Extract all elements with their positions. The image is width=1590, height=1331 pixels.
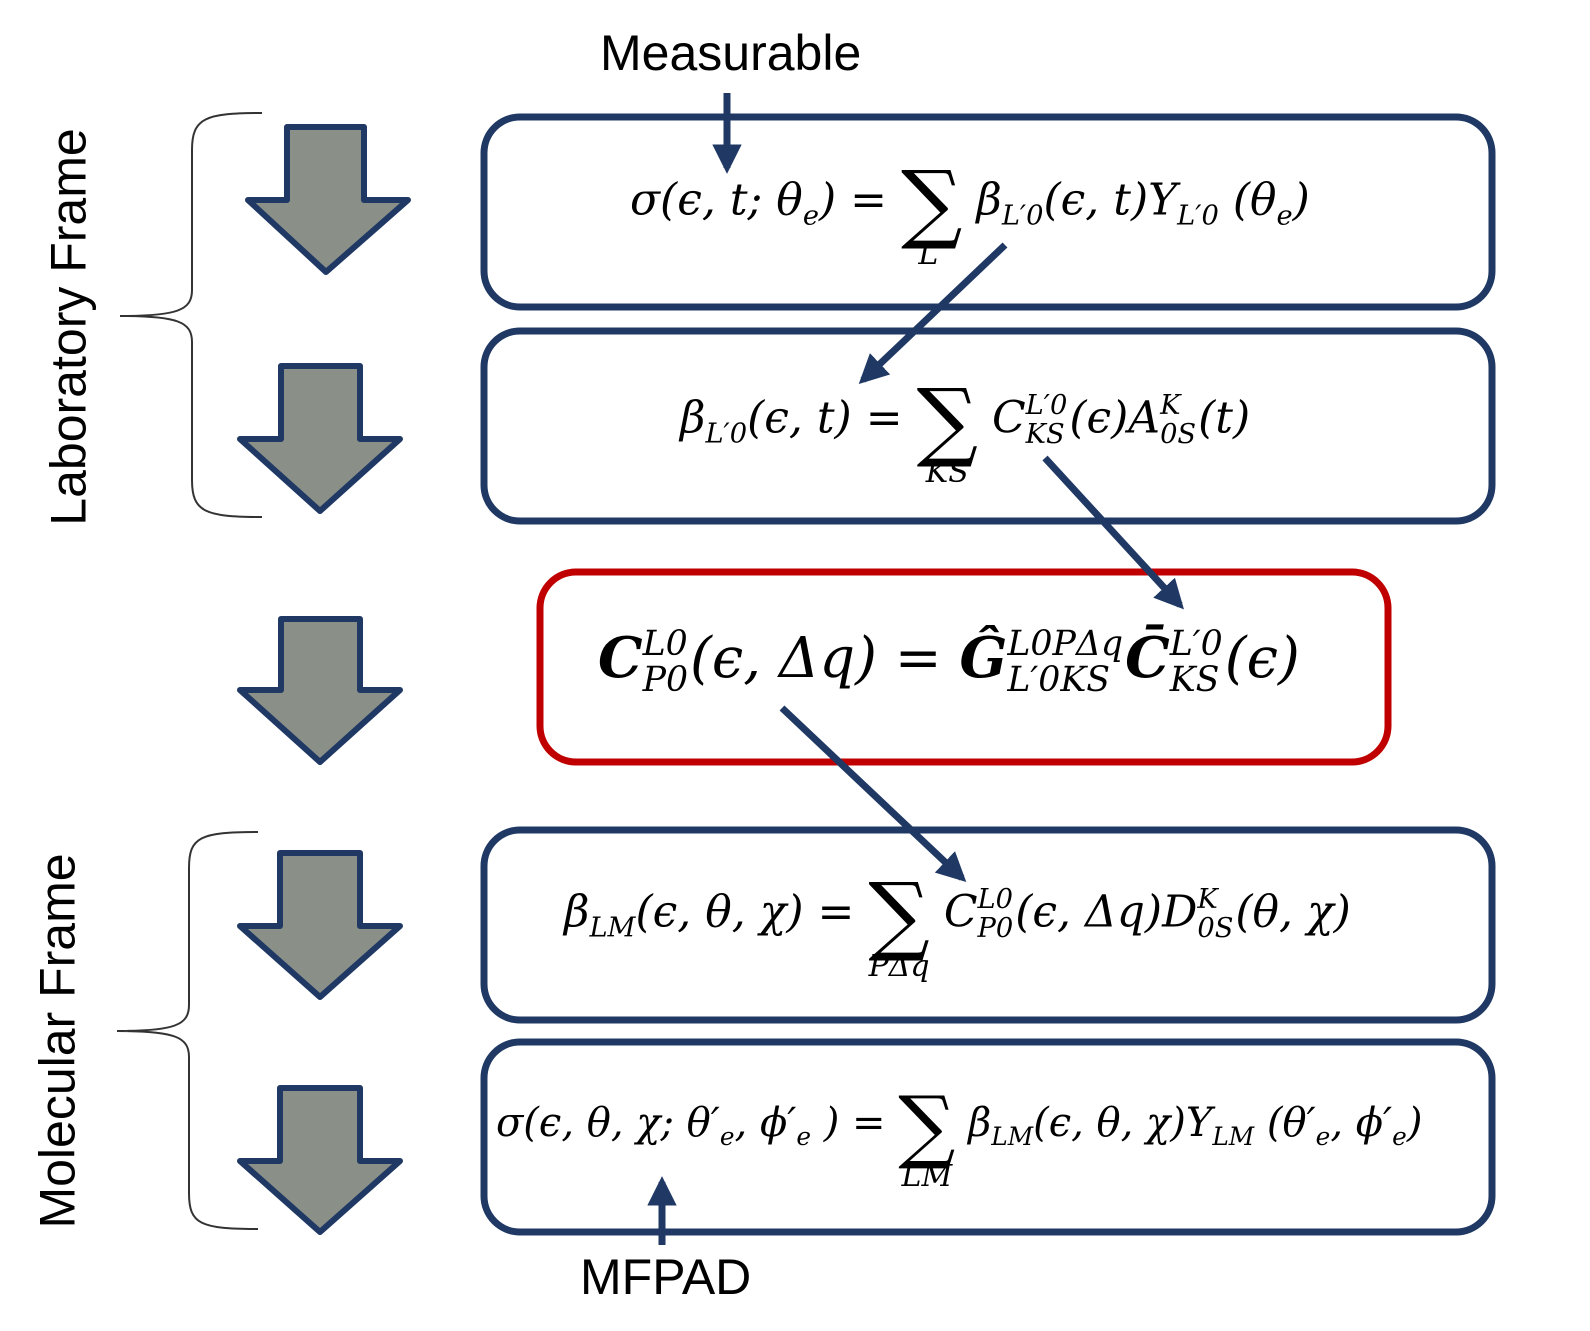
mfpad-label: MFPAD	[580, 1249, 752, 1305]
eq4-d-args: (θ, χ)	[1235, 886, 1351, 938]
curly-brace-icon	[119, 112, 263, 518]
eq5-y: Y	[1185, 1100, 1213, 1146]
equation-box-2	[480, 327, 1496, 525]
eq1-tail-end: )	[1292, 174, 1310, 226]
eq1-lhs-sub: e	[802, 200, 819, 232]
eq4-c-sup: L0	[977, 884, 1013, 916]
eq4-c-sub: P0	[977, 913, 1014, 944]
eq1-args: (ϵ, t)	[1043, 174, 1149, 226]
down-arrow-icon	[237, 363, 403, 514]
eq1-beta-sub: L′0	[1001, 200, 1044, 232]
eq4-d-sup: K	[1197, 884, 1218, 916]
eq5-lhs-sub1: e	[719, 1122, 735, 1151]
eq4-lhs-args: (ϵ, θ, χ) =	[635, 886, 855, 938]
eq5-lhs-sub2: e	[796, 1122, 812, 1151]
eq5-tail-end: )	[1406, 1100, 1423, 1146]
eq1-lhs-end: ) =	[818, 174, 887, 226]
eq2-sum-under: KS	[925, 455, 969, 490]
eq4-d: D	[1162, 886, 1198, 938]
down-arrow-icon	[237, 850, 403, 1000]
eq1-tail-sub: e	[1276, 200, 1293, 232]
eq5-lhs-mid: , ϕ′	[734, 1100, 797, 1146]
eq5-y-sub: LM	[1212, 1122, 1255, 1151]
eq1-lhs: σ(ϵ, t; θ	[630, 174, 803, 226]
eq3-cbar-args: (ϵ)	[1224, 625, 1300, 691]
eq1-sum-under: L′	[918, 237, 946, 272]
eq2-c-sup: L′0	[1025, 390, 1068, 422]
eq4-sum-under: PΔq	[868, 949, 930, 984]
eq3-g: Ĝ	[959, 624, 1008, 691]
down-arrow-icon	[237, 1085, 403, 1235]
equation-box-4	[480, 826, 1496, 1024]
eq5-lhs: σ(ϵ, θ, χ; θ′	[496, 1100, 720, 1146]
sum-symbol: ∑LM	[898, 1079, 956, 1194]
eq5-beta: β	[968, 1100, 992, 1146]
eq5-tail-sub2: e	[1392, 1122, 1407, 1151]
down-arrow-icon	[237, 616, 403, 765]
eq3-cbar: C̄	[1125, 624, 1170, 691]
eq4-d-sub: 0S	[1197, 913, 1234, 944]
eq2-c: C	[991, 392, 1026, 444]
eq5-tail-sub1: e	[1315, 1122, 1331, 1151]
eq2-a: A	[1128, 392, 1161, 444]
connector-arrow-3-4	[779, 705, 967, 883]
down-arrow-icon	[245, 124, 411, 275]
eq2-lhs-sub: L′0	[705, 418, 748, 450]
connector-arrow-1-2	[858, 242, 1008, 385]
eq5-tail-mid: , ϕ′	[1330, 1100, 1393, 1146]
eq1-y: Y	[1148, 174, 1178, 226]
eq1-y-sub: L′0	[1177, 200, 1219, 232]
eq1-beta: β	[976, 174, 1002, 226]
eq5-tail: (θ′	[1254, 1100, 1316, 1146]
eq5-args: (ϵ, θ, χ)	[1033, 1100, 1186, 1146]
eq5-lhs-end: ) =	[811, 1100, 886, 1146]
eq3-g-sub: L′0KS	[1007, 660, 1111, 701]
laboratory-frame-label: Laboratory Frame	[40, 128, 97, 526]
eq4-lhs: β	[564, 886, 590, 938]
equation-1: σ(ϵ, t; θe) = ∑L′ βL′0(ϵ, t)YL′0 (θe)	[630, 153, 1310, 272]
eq2-c-sub: KS	[1025, 419, 1065, 450]
eq2-a-sup: K	[1160, 390, 1181, 422]
eq3-c-args: (ϵ, Δq) =	[690, 625, 942, 691]
eq3-c-sup: L0	[642, 624, 688, 664]
eq3-c-sub: P0	[642, 660, 689, 701]
eq5-beta-sub: LM	[991, 1122, 1034, 1151]
measurable-label: Measurable	[600, 25, 862, 81]
eq3-cbar-sup: L′0	[1169, 624, 1223, 664]
sum-symbol: ∑KS	[916, 371, 978, 490]
eq2-a-args: (t)	[1198, 392, 1251, 444]
equation-box-5	[480, 1038, 1496, 1236]
eq5-sum-under: LM	[901, 1159, 953, 1194]
eq1-tail: (θ	[1218, 174, 1277, 226]
connector-arrow-2-3	[1042, 455, 1184, 610]
eq3-c: C	[598, 624, 643, 691]
molecular-frame-label: Molecular Frame	[29, 853, 86, 1229]
sum-symbol: ∑L′	[900, 153, 963, 272]
eq2-lhs: β	[680, 392, 706, 444]
eq2-c-args: (ϵ)	[1069, 392, 1129, 444]
curly-brace-icon	[116, 831, 259, 1230]
eq4-c-args: (ϵ, Δq)	[1015, 886, 1163, 938]
eq3-g-sup: L0PΔq	[1007, 624, 1124, 664]
equation-box-3-highlight	[536, 568, 1392, 766]
eq4-c: C	[943, 886, 978, 938]
eq2-lhs-args: (ϵ, t) =	[747, 392, 903, 444]
sum-symbol: ∑PΔq	[868, 865, 930, 984]
eq4-lhs-sub: LM	[589, 912, 636, 944]
eq3-cbar-sub: KS	[1169, 660, 1220, 701]
equation-5: σ(ϵ, θ, χ; θ′e, ϕ′e ) = ∑LM βLM(ϵ, θ, χ)…	[496, 1079, 1423, 1194]
eq2-a-sub: 0S	[1160, 419, 1197, 450]
